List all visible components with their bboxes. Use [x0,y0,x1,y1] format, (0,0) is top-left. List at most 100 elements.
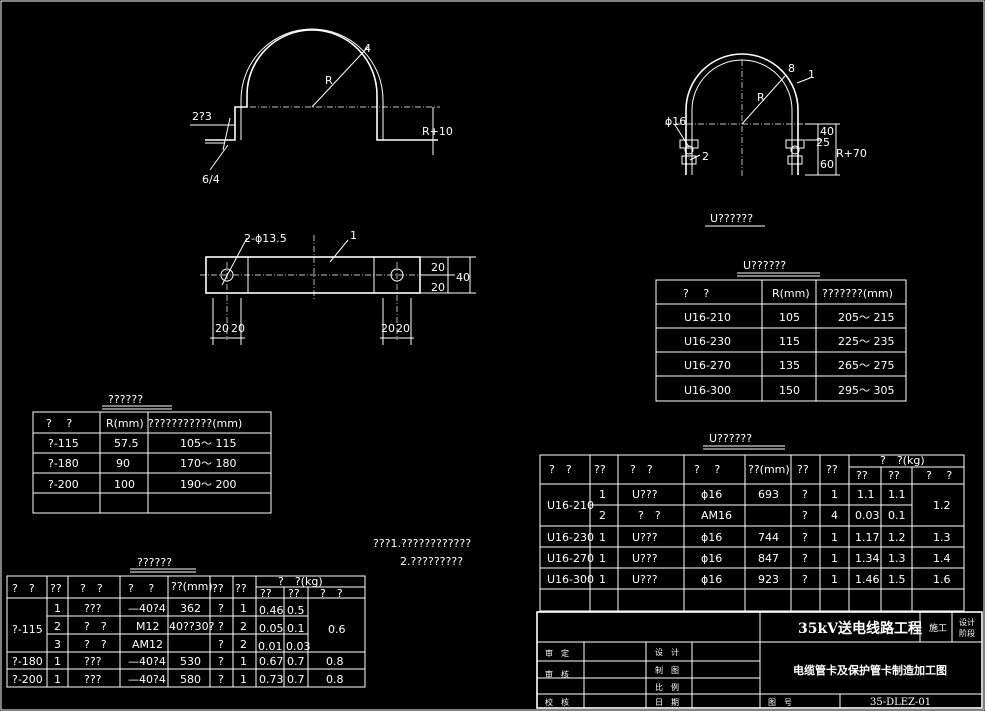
clamp-sizes-r1c0: ?-180 [48,457,79,470]
leader-4-label: 4 [364,42,371,55]
u-mat-r4c9: 1.6 [933,573,951,586]
u-mat-r4c7: 1.46 [855,573,880,586]
c-mat-r4c9: 0.8 [326,673,344,686]
clamp-sizes-r1c2: 170～ 180 [180,457,237,470]
dim-20-b3: 20 [381,322,395,335]
u-mat-r3c6: 1 [831,552,838,565]
c-mat-r3c8: 0.7 [287,655,305,668]
c-mat-r1c8: 0.1 [287,622,305,635]
clamp-top-view: 2-ϕ13.5 1 20 20 40 20 20 20 20 [200,229,476,345]
u-mat-r2c0: U16-230 [547,531,594,544]
u-mat-h5: ?? [797,463,809,476]
u-sizes-r3c1: 150 [779,384,800,397]
c-mat-h0: ? ? [12,582,35,595]
dim-40-u: 40 [820,125,834,138]
u-mat-r1c1: 2 [599,509,606,522]
c-mat-r3c2: ??? [84,655,102,668]
u-mat-r0c5: ? [802,488,808,501]
u-sizes-r1c1: 115 [779,335,800,348]
c-mat-r0c4: 362 [180,602,201,615]
u-radius-label: R [757,91,765,104]
u-mat-r1c8: 0.1 [888,509,906,522]
u-mat-r1c7: 0.03 [855,509,880,522]
c-mat-r2c3: AM12 [132,638,163,651]
u-sizes-h0: ? ? [683,287,709,300]
u-mat-sh2: ? ? [926,469,952,482]
u-sizes-r3c2: 295～ 305 [838,384,895,397]
c-mat-h1: ?? [50,582,62,595]
clamp-sizes-h0: ? ? [46,417,72,430]
notes-line-1: ???1.???????????? [373,537,471,550]
u-mat-r0c9: 1.2 [933,499,951,512]
c-mat-r0c0: ?-115 [12,623,43,636]
c-mat-r0c6: 1 [240,602,247,615]
table-clamp-sizes-title: ?????? [108,393,143,406]
u-mat-r0c0: U16-210 [547,499,594,512]
c-mat-r4c7: 0.73 [259,673,284,686]
clamp-sizes-r2c0: ?-200 [48,478,79,491]
project-title: 35kV送电线路工程 [798,620,922,637]
u-mat-h4: ??(mm) [748,463,790,476]
stage-label-2a: 设计 [959,617,975,627]
u-mat-r2c3: ϕ16 [701,531,722,544]
u-sizes-r2c0: U16-270 [684,359,731,372]
u-mat-r4c4: 923 [758,573,779,586]
review-label: 审 核 [545,669,569,679]
u-sizes-r0c0: U16-210 [684,311,731,324]
clamp-sizes-r0c0: ?-115 [48,437,79,450]
drawing-no-label: 图 号 [768,698,792,707]
u-mat-r3c0: U16-270 [547,552,594,565]
check-label: 校 核 [545,697,569,707]
c-mat-h7: ? ?(kg) [278,575,323,588]
u-sizes-r0c1: 105 [779,311,800,324]
u-mat-h6: ?? [826,463,838,476]
c-mat-h5: ?? [212,582,224,595]
u-mat-r0c2: U??? [632,488,658,501]
drawing-no: 35-DLEZ-01 [870,697,931,708]
u-mat-r2c8: 1.2 [888,531,906,544]
c-mat-r3c1: 1 [54,655,61,668]
stage-label-2b: 阶段 [959,628,975,638]
dim-20-b1: 20 [215,322,229,335]
table-clamp-materials: ?????? ? ? ?? ? ? ? ? ??(mm) ?? ?? ? ?(k… [6,556,366,688]
u-mat-r2c7: 1.17 [855,531,880,544]
u-mat-h7: ? ?(kg) [880,454,925,467]
date-label: 日 期 [655,698,679,707]
radius-label: R [325,74,333,87]
c-mat-r4c8: 0.7 [287,673,305,686]
part-1-label: 1 [350,229,357,242]
c-mat-r2c1: 3 [54,638,61,651]
table-u-materials: U?????? ? ? ?? ? ? ? ? ??(mm) ?? ?? ? ?(… [539,432,965,612]
clamp-sizes-r0c1: 57.5 [114,437,139,450]
leader-2-label: 2 [702,150,709,163]
clamp-front-view: 4 R 2?3 6/4 R+10 [190,28,453,186]
u-sizes-r1c0: U16-230 [684,335,731,348]
u-sizes-r0c2: 205～ 215 [838,311,895,324]
c-mat-r4c6: 1 [240,673,247,686]
u-mat-r1c3: AM16 [701,509,732,522]
u-sizes-h2: ???????(mm) [822,287,893,300]
c-mat-r1c7: 0.05 [259,622,284,635]
u-mat-r3c3: ϕ16 [701,552,722,565]
c-mat-sh1: ?? [288,587,300,600]
c-mat-r0c9: 0.6 [328,623,346,636]
c-mat-r4c0: ?-200 [12,673,43,686]
c-mat-r3c9: 0.8 [326,655,344,668]
width-label: 6/4 [202,173,220,186]
u-mat-r3c8: 1.3 [888,552,906,565]
u-mat-r1c6: 4 [831,509,838,522]
c-mat-r3c7: 0.67 [259,655,284,668]
u-mat-r0c1: 1 [599,488,606,501]
draw-label: 制 图 [655,665,679,675]
c-mat-r0c3: —40?4 [128,602,166,615]
table-clamp-materials-title: ?????? [137,556,172,569]
u-mat-r4c1: 1 [599,573,606,586]
design-label: 设 计 [655,647,679,657]
title-block: 35kV送电线路工程 施工 设计 阶段 电缆管卡及保护管卡制造加工图 审 定 审… [536,611,983,709]
u-mat-r3c5: ? [802,552,808,565]
notes-line-2: 2.????????? [400,555,463,568]
u-mat-r2c1: 1 [599,531,606,544]
u-mat-r2c6: 1 [831,531,838,544]
u-bolt-view: 8 1 R ϕ16 2 40 25 60 R+70 U?????? [665,53,867,227]
